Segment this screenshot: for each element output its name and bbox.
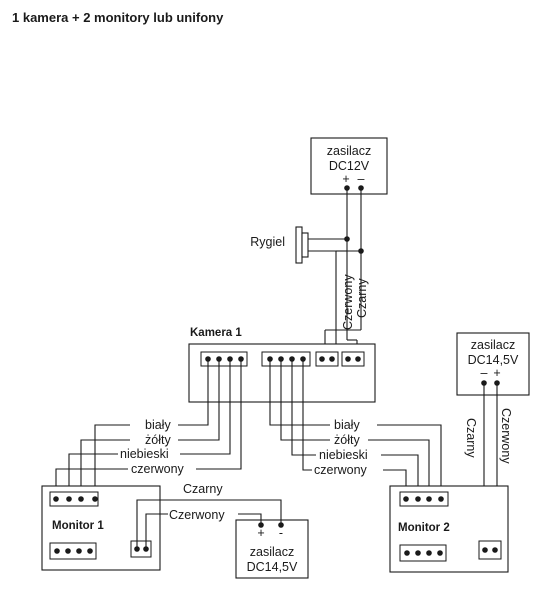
right-wire-white-label: biały xyxy=(334,418,360,432)
wire-red-vertical-label: Czerwony xyxy=(341,274,355,330)
monitor1-label: Monitor 1 xyxy=(52,520,104,532)
monitor-2: Monitor 2 xyxy=(389,485,509,573)
psu-top: zasilacz DC12V + – xyxy=(310,137,388,195)
psu-top-wires: Czerwony Czarny xyxy=(324,188,369,356)
lock-label: Rygiel xyxy=(250,235,285,249)
monitor1-power-wires: Czarny Czerwony xyxy=(136,482,282,549)
right-wire-red-label: Czerwony xyxy=(499,408,513,464)
psu-right-plus: + xyxy=(493,366,500,380)
diagram-title: 1 kamera + 2 monitory lub unifony xyxy=(12,10,224,25)
psu-left-wire-red-label: Czerwony xyxy=(169,508,225,522)
right-wire-black-label: Czarny xyxy=(464,418,478,458)
psu-bottom-voltage: DC14,5V xyxy=(247,560,298,574)
psu-right-voltage: DC14,5V xyxy=(468,353,519,367)
camera-1: Kamera 1 xyxy=(188,327,376,403)
psu-top-minus: – xyxy=(358,172,365,186)
left-wire-blue-label: niebieski xyxy=(120,447,169,461)
psu-right-minus: – xyxy=(481,366,488,380)
psu-bottom-minus: - xyxy=(279,526,283,540)
lock: Rygiel xyxy=(250,226,364,264)
psu-right: zasilacz DC14,5V – + Czarny Czerwony xyxy=(456,332,530,546)
wire-black-vertical-label: Czarny xyxy=(355,278,369,318)
left-wire-yellow-label: żółty xyxy=(145,433,171,447)
psu-top-plus: + xyxy=(342,172,349,186)
monitor-1: Monitor 1 xyxy=(41,485,161,571)
right-wire-blue-label: niebieski xyxy=(319,448,368,462)
psu-top-name: zasilacz xyxy=(327,144,371,158)
psu-right-name: zasilacz xyxy=(471,338,515,352)
psu-bottom-name: zasilacz xyxy=(250,545,294,559)
camera-label: Kamera 1 xyxy=(190,327,242,339)
psu-top-voltage: DC12V xyxy=(329,159,370,173)
psu-left-wire-black-label: Czarny xyxy=(183,482,223,496)
left-wire-red-label: czerwony xyxy=(131,462,185,476)
psu-bottom: + - zasilacz DC14,5V xyxy=(235,519,309,579)
right-wire-yellow-label: żółty xyxy=(334,433,360,447)
right-wire-bundle: biały żółty niebieski czerwony xyxy=(269,359,442,496)
left-wire-bundle: biały żółty niebieski czerwony xyxy=(55,359,242,496)
left-wire-white-label: biały xyxy=(145,418,171,432)
monitor2-label: Monitor 2 xyxy=(398,522,450,534)
right-wire-red-label: czerwony xyxy=(314,463,368,477)
psu-bottom-plus: + xyxy=(257,526,264,540)
